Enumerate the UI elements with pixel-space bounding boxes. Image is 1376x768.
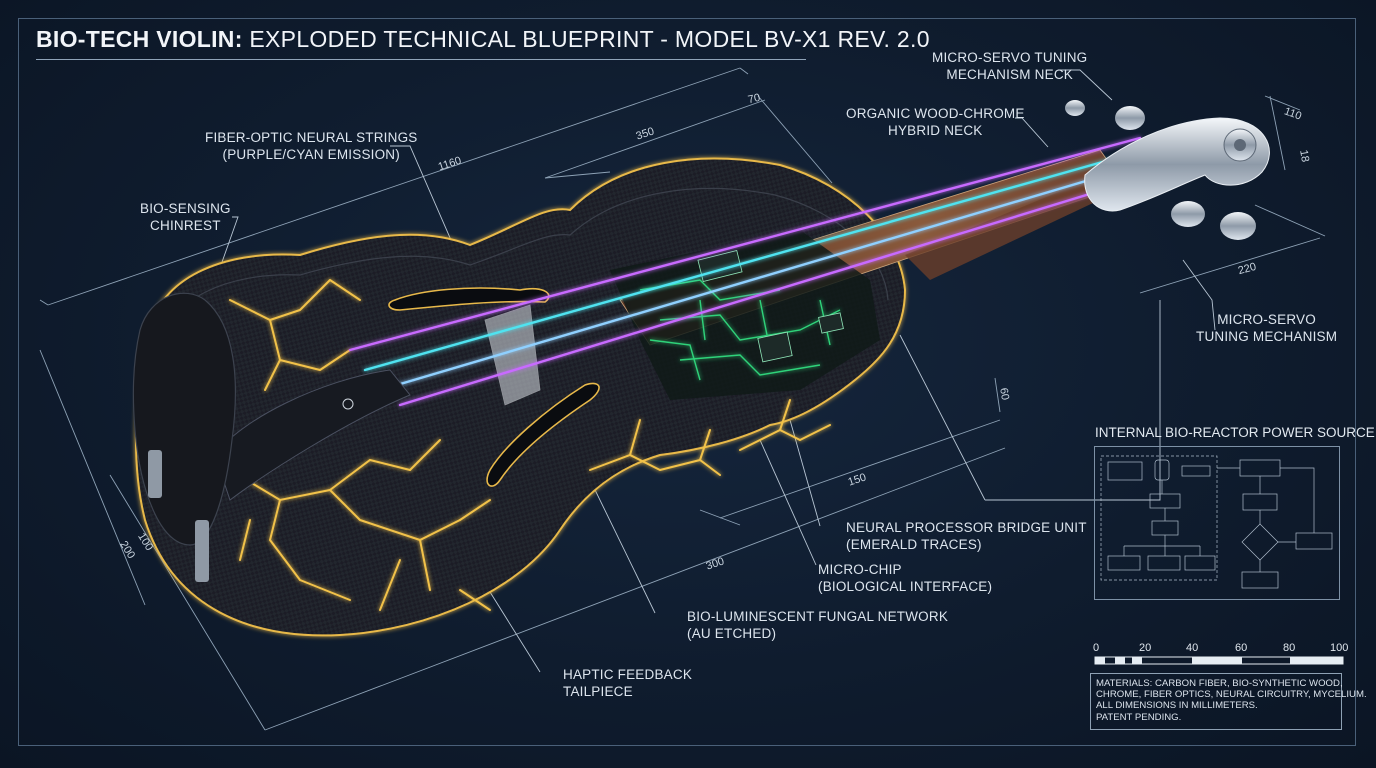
label-fungal-network-line2: (AU ETCHED) (687, 626, 777, 641)
dim-60: 60 (997, 386, 1012, 402)
label-fiber-optic-strings: FIBER-OPTIC NEURAL STRINGS (PURPLE/CYAN … (205, 129, 417, 163)
tuning-pegs (1065, 100, 1270, 240)
label-fiber-optic-line2: (PURPLE/CYAN EMISSION) (222, 147, 400, 162)
label-micro-chip-line2: (BIOLOGICAL INTERFACE) (818, 579, 993, 594)
notes-line2: CHROME, FIBER OPTICS, NEURAL CIRCUITRY, … (1096, 689, 1367, 701)
label-neural-processor-line1: NEURAL PROCESSOR BRIDGE UNIT (846, 520, 1087, 535)
title-underline (36, 59, 806, 60)
fiber-optic-strings (348, 136, 1157, 407)
dim-70: 70 (746, 91, 762, 107)
label-micro-servo-neck-line1: MICRO-SERVO TUNING (932, 50, 1088, 65)
title-bold: BIO-TECH VIOLIN: (36, 26, 243, 52)
materials-notes: MATERIALS: CARBON FIBER, BIO-SYNTHETIC W… (1090, 673, 1367, 730)
label-micro-chip: MICRO-CHIP (BIOLOGICAL INTERFACE) (818, 561, 992, 595)
dim-18: 18 (1297, 148, 1312, 164)
notes-line4: PATENT PENDING. (1096, 711, 1182, 723)
label-fiber-optic-line1: FIBER-OPTIC NEURAL STRINGS (205, 130, 418, 145)
label-micro-servo-line2: TUNING MECHANISM (1196, 329, 1338, 344)
scale-tick-100: 100 (1330, 642, 1349, 654)
label-hybrid-neck-line2: HYBRID NECK (888, 123, 983, 138)
scale-tick-20: 20 (1139, 642, 1152, 654)
bridge (484, 304, 541, 406)
flowchart-diagram (1100, 455, 1333, 589)
page-title: BIO-TECH VIOLIN: EXPLODED TECHNICAL BLUE… (36, 26, 930, 53)
power-panel-title: INTERNAL BIO-REACTOR POWER SOURCE (1095, 425, 1375, 440)
fungal-network (229, 279, 831, 611)
notes-line1: MATERIALS: CARBON FIBER, BIO-SYNTHETIC W… (1096, 678, 1343, 689)
tailpiece (214, 369, 411, 501)
chinrest (132, 292, 236, 582)
label-fungal-network: BIO-LUMINESCENT FUNGAL NETWORK (AU ETCHE… (687, 608, 948, 642)
label-micro-servo-line1: MICRO-SERVO (1217, 312, 1316, 327)
scale-tick-0: 0 (1093, 642, 1100, 654)
scale-tick-60: 60 (1235, 642, 1248, 654)
label-haptic-line1: HAPTIC FEEDBACK (563, 667, 693, 682)
label-micro-chip-line1: MICRO-CHIP (818, 562, 902, 577)
label-chinrest: BIO-SENSING CHINREST (140, 200, 231, 234)
label-neural-processor: NEURAL PROCESSOR BRIDGE UNIT (EMERALD TR… (846, 519, 1087, 553)
label-hybrid-neck-line1: ORGANIC WOOD-CHROME (846, 106, 1025, 121)
notes-line3: ALL DIMENSIONS IN MILLIMETERS. (1096, 700, 1258, 712)
label-micro-servo-neck: MICRO-SERVO TUNING MECHANISM NECK (932, 49, 1087, 83)
dimension-lines (39, 67, 1326, 731)
title-rest: EXPLODED TECHNICAL BLUEPRINT - MODEL BV-… (249, 26, 930, 52)
label-hybrid-neck: ORGANIC WOOD-CHROME HYBRID NECK (846, 105, 1025, 139)
label-haptic-tailpiece: HAPTIC FEEDBACK TAILPIECE (563, 666, 692, 700)
label-neural-processor-line2: (EMERALD TRACES) (846, 537, 982, 552)
power-panel (1094, 446, 1340, 600)
scale-tick-40: 40 (1186, 642, 1199, 654)
label-chinrest-line2: CHINREST (150, 218, 221, 233)
scale-bar (1094, 656, 1344, 665)
f-holes (388, 287, 600, 487)
blueprint-border (18, 18, 1356, 746)
label-chinrest-line1: BIO-SENSING (140, 201, 231, 216)
label-fungal-network-line1: BIO-LUMINESCENT FUNGAL NETWORK (687, 609, 949, 624)
label-micro-servo-neck-line2: MECHANISM NECK (946, 67, 1073, 82)
label-micro-servo: MICRO-SERVO TUNING MECHANISM (1196, 311, 1337, 345)
label-haptic-line2: TAILPIECE (563, 684, 633, 699)
scale-tick-80: 80 (1283, 642, 1296, 654)
